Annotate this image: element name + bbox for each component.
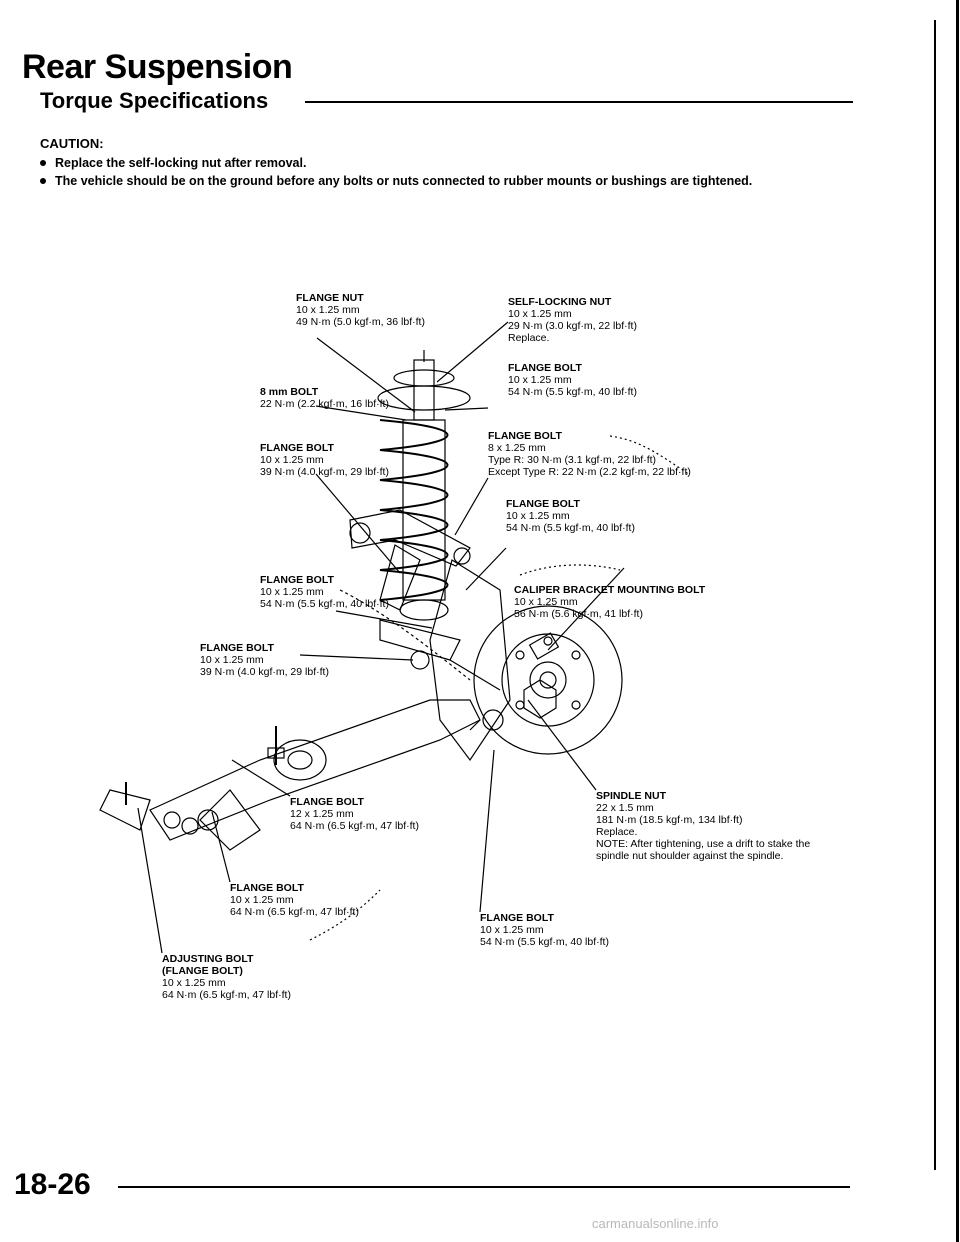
- callout-flange-bolt-54-right: FLANGE BOLT 10 x 1.25 mm 54 N·m (5.5 kgf…: [506, 498, 635, 534]
- right-page-border: [956, 0, 959, 1242]
- leader-line: [444, 407, 489, 411]
- callout-flange-bolt-top: FLANGE BOLT 10 x 1.25 mm 54 N·m (5.5 kgf…: [508, 362, 637, 398]
- callout-flange-nut: FLANGE NUT 10 x 1.25 mm 49 N·m (5.0 kgf·…: [296, 292, 425, 328]
- callout-adjusting-bolt: ADJUSTING BOLT (FLANGE BOLT) 10 x 1.25 m…: [162, 953, 291, 1001]
- knuckle: [429, 559, 511, 762]
- watermark: carmanualsonline.info: [592, 1216, 719, 1231]
- callout-self-locking-nut: SELF-LOCKING NUT 10 x 1.25 mm 29 N·m (3.…: [508, 296, 637, 344]
- caution-item: The vehicle should be on the ground befo…: [40, 174, 752, 188]
- page-title: Rear Suspension: [22, 48, 293, 86]
- callout-spindle-nut: SPINDLE NUT 22 x 1.5 mm 181 N·m (18.5 kg…: [596, 790, 811, 862]
- leader-line: [316, 337, 416, 413]
- subtitle-rule: [305, 101, 853, 103]
- callout-flange-bolt-bottom-54: FLANGE BOLT 10 x 1.25 mm 54 N·m (5.5 kgf…: [480, 912, 609, 948]
- upper-mount: [393, 369, 455, 387]
- footer-rule: [118, 1186, 850, 1188]
- right-edge-line: [934, 20, 936, 1170]
- shock-upper: [413, 359, 435, 421]
- caution-label: CAUTION:: [40, 136, 104, 151]
- leader-line: [519, 564, 621, 576]
- caution-item: Replace the self-locking nut after remov…: [40, 156, 306, 170]
- leader-line: [547, 567, 625, 651]
- bullet-icon: [40, 177, 46, 184]
- leader-line: [465, 547, 507, 591]
- callout-flange-bolt-12x125: FLANGE BOLT 12 x 1.25 mm 64 N·m (6.5 kgf…: [290, 796, 419, 832]
- shock-lower-eye: [399, 599, 449, 621]
- callout-8mm-bolt: 8 mm BOLT 22 N·m (2.2 kgf·m, 16 lbf·ft): [260, 386, 389, 410]
- leader-line: [454, 477, 489, 536]
- section-subtitle: Torque Specifications: [40, 88, 269, 113]
- leader-line: [309, 889, 381, 941]
- leader-line: [299, 654, 414, 661]
- spring-seat-top: [377, 385, 471, 411]
- callout-caliper-bracket-bolt: CALIPER BRACKET MOUNTING BOLT 10 x 1.25 …: [514, 584, 706, 620]
- leader-line: [335, 610, 433, 629]
- leader-line: [137, 807, 163, 954]
- spindle-nut: [523, 679, 557, 719]
- page-number: 18-26: [14, 1168, 91, 1201]
- callout-flange-bolt-54-left: FLANGE BOLT 10 x 1.25 mm 54 N·m (5.5 kgf…: [260, 574, 389, 610]
- leader-line: [211, 811, 231, 883]
- brake-disc: [473, 605, 623, 755]
- lower-arm-bushing: [273, 739, 327, 781]
- coil-spring: [379, 419, 449, 601]
- bullet-icon: [40, 159, 46, 166]
- callout-flange-bolt-39-lower: FLANGE BOLT 10 x 1.25 mm 39 N·m (4.0 kgf…: [200, 642, 329, 678]
- callout-flange-bolt-39-upper: FLANGE BOLT 10 x 1.25 mm 39 N·m (4.0 kgf…: [260, 442, 389, 478]
- leader-line: [231, 759, 291, 797]
- callout-flange-bolt-8x125: FLANGE BOLT 8 x 1.25 mm Type R: 30 N·m (…: [488, 430, 691, 478]
- leader-line: [527, 699, 597, 791]
- callout-flange-bolt-64: FLANGE BOLT 10 x 1.25 mm 64 N·m (6.5 kgf…: [230, 882, 359, 918]
- upper-arm: [349, 509, 471, 567]
- leader-line: [436, 321, 509, 383]
- leader-line: [479, 749, 495, 913]
- leader-line: [315, 405, 407, 421]
